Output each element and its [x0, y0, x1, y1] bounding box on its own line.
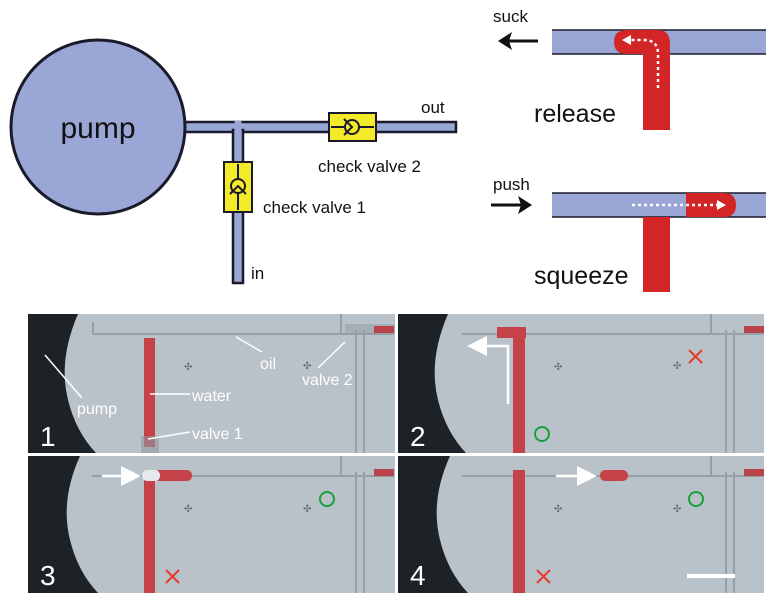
check-valve-2-label: check valve 2 [318, 157, 421, 176]
svg-text:✣: ✣ [673, 504, 681, 515]
release-label: release [534, 100, 616, 128]
suck-label: suck [493, 7, 528, 26]
pump-schematic: pump check valve 2 check valve 1 out in [9, 38, 458, 285]
check-valve-1 [223, 161, 253, 213]
water-column [497, 327, 526, 338]
push-label: push [493, 175, 530, 194]
svg-text:✣: ✣ [184, 362, 192, 373]
panel-number: 1 [40, 421, 56, 452]
svg-text:✣: ✣ [554, 362, 562, 373]
svg-text:✣: ✣ [673, 361, 681, 372]
valve1-label: valve 1 [192, 426, 243, 443]
check-valve-1-label: check valve 1 [263, 198, 366, 217]
photo-panel-3: ✣ ✣ 3 [28, 456, 395, 593]
panel-number: 3 [40, 560, 56, 591]
release-inset: suck release [493, 7, 766, 130]
valve1-closed-icon [165, 569, 180, 584]
squeeze-liquid-branch [643, 217, 670, 292]
channel-main [178, 120, 458, 134]
oil-label: oil [260, 356, 276, 373]
valve1-open-icon [534, 426, 550, 442]
water-label: water [191, 388, 232, 405]
valve1-closed-icon [536, 569, 551, 584]
panel-number: 4 [410, 560, 426, 591]
water-column [513, 327, 525, 453]
photo-panel-2: ✣ ✣ 2 [398, 314, 764, 453]
water-plug [600, 470, 628, 481]
scale-bar [687, 574, 735, 578]
svg-text:✣: ✣ [184, 504, 192, 515]
pump-chamber [9, 38, 187, 216]
release-liquid [614, 30, 670, 130]
valve2-label: valve 2 [302, 372, 353, 389]
push-arrow-icon [491, 196, 532, 214]
water-plug [154, 470, 192, 481]
pump-photo-label: pump [77, 401, 117, 418]
valve2-closed-icon [688, 349, 703, 364]
in-label: in [251, 264, 264, 283]
water-column [513, 470, 525, 593]
photo-panel-1: ✣ ✣ pump water valve 1 oil valve 2 1 [28, 314, 395, 453]
svg-text:✣: ✣ [303, 504, 311, 515]
valve2-open-icon [319, 491, 335, 507]
panel-number: 2 [410, 421, 426, 452]
svg-text:✣: ✣ [554, 504, 562, 515]
pump-label: pump [60, 112, 135, 145]
photo-panel-4: ✣ ✣ 4 [398, 456, 764, 593]
svg-text:✣: ✣ [303, 361, 311, 372]
valve2-open-icon [688, 491, 704, 507]
squeeze-inset: push squeeze [491, 175, 766, 292]
water-column [144, 338, 155, 447]
squeeze-label: squeeze [534, 262, 629, 290]
water-column [144, 480, 155, 593]
out-label: out [421, 98, 445, 117]
check-valve-2 [328, 112, 377, 142]
release-flow-arrow [630, 38, 660, 88]
suck-flow-arrow [467, 336, 510, 404]
suck-arrow-icon [498, 32, 538, 50]
